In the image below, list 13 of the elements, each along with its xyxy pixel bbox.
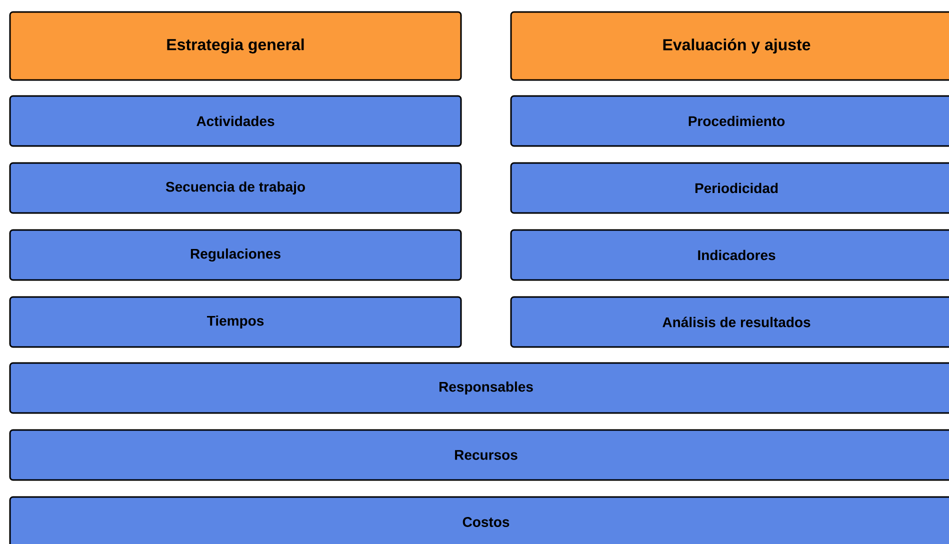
item-box: Costos [9,496,949,544]
item-box: Recursos [9,429,949,481]
item-box: Periodicidad [510,162,949,214]
item-box: Actividades [9,95,462,147]
header-box: Estrategia general [9,11,462,81]
item-box: Indicadores [510,229,949,281]
item-box: Responsables [9,362,949,414]
item-box: Secuencia de trabajo [9,162,462,214]
item-box: Procedimiento [510,95,949,147]
item-box: Tiempos [9,296,462,348]
header-box: Evaluación y ajuste [510,11,949,81]
item-box: Análisis de resultados [510,296,949,348]
item-box: Regulaciones [9,229,462,281]
